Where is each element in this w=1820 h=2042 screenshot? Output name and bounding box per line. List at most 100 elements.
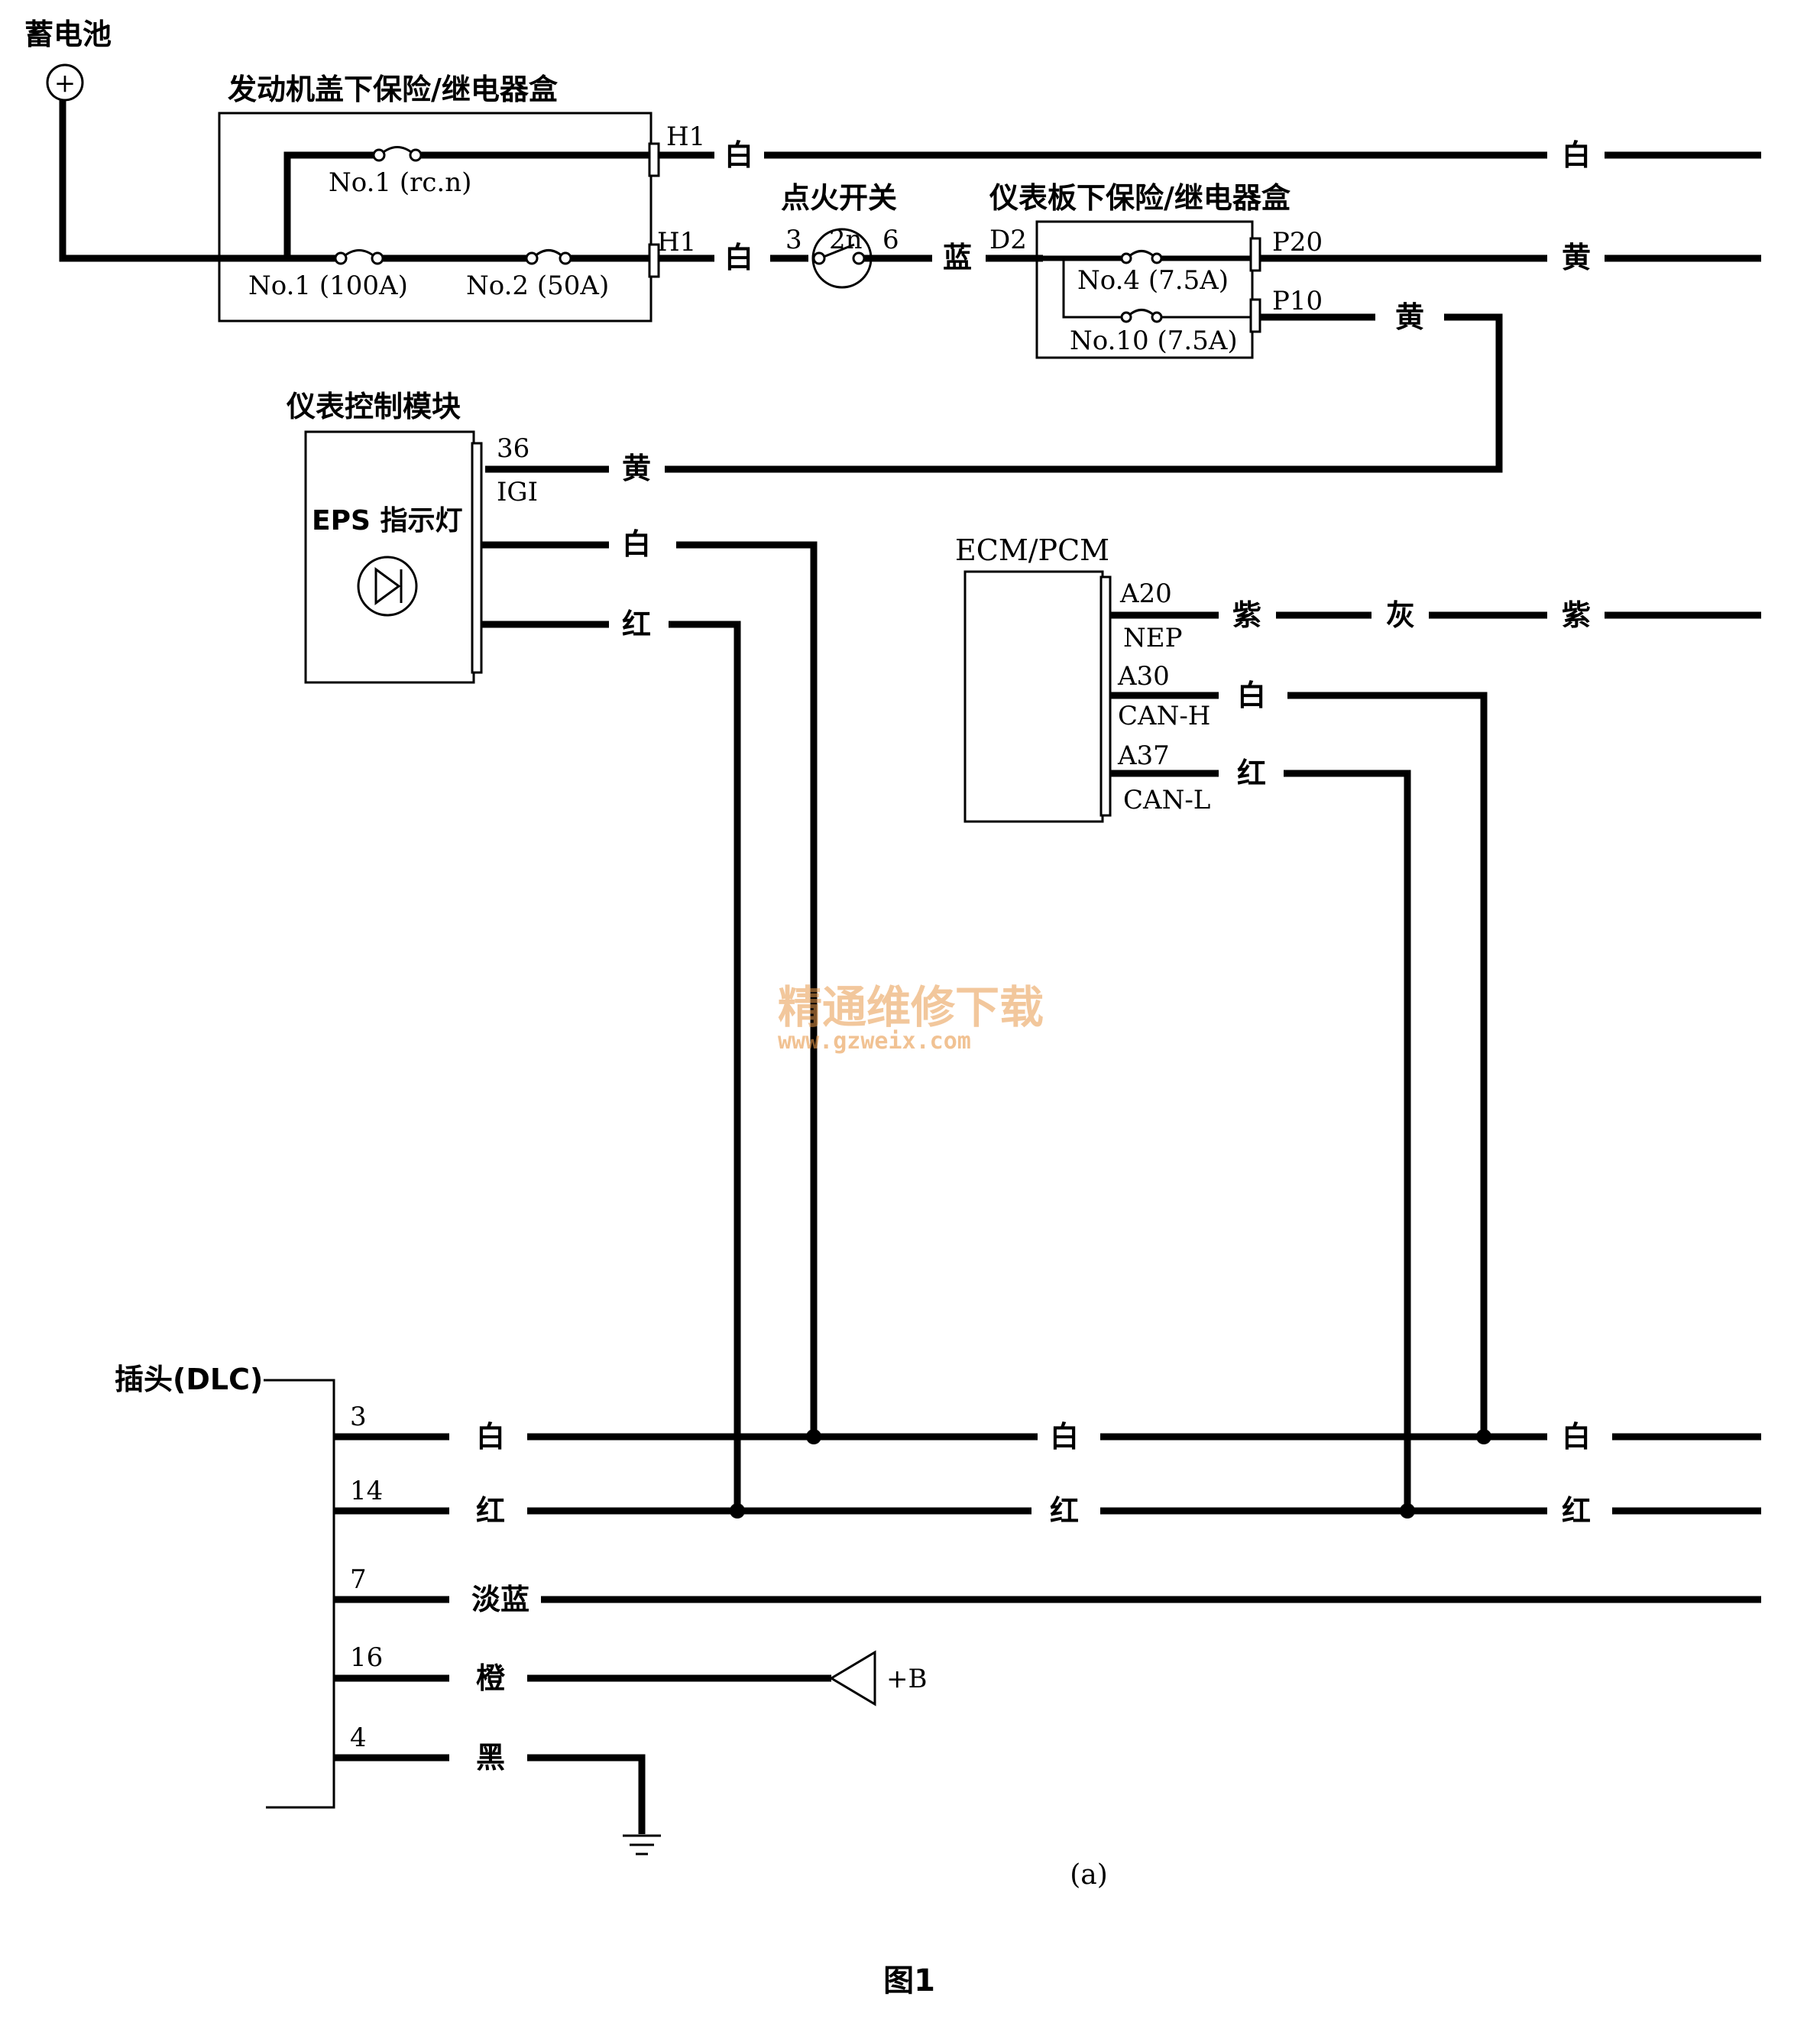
fuse-no2-50a (525, 249, 572, 265)
battery-feed-wire (59, 100, 649, 262)
svg-text:白: 白 (622, 527, 651, 561)
svg-text:7: 7 (350, 1564, 367, 1595)
dlc-pin-16-wire: 16 橙 (334, 1642, 831, 1695)
svg-text:红: 红 (1237, 757, 1266, 790)
junction-dot (1400, 1503, 1415, 1519)
ignition-pin-2n: 2n (829, 225, 863, 255)
svg-text:淡蓝: 淡蓝 (471, 1583, 529, 1616)
wire-gauge-red: 红 (481, 608, 741, 1511)
fuse-no2-50a-label: No.2 (50A) (466, 271, 609, 301)
watermark-text: 精通维修下载 (778, 981, 1044, 1033)
svg-text:蓝: 蓝 (943, 241, 972, 274)
svg-text:+: + (54, 68, 76, 99)
dash-box-title: 仪表板下保险/继电器盒 (989, 181, 1291, 215)
ignition-pin-6: 6 (882, 225, 899, 255)
svg-text:3: 3 (350, 1402, 367, 1432)
svg-text:4: 4 (350, 1723, 367, 1753)
svg-text:白: 白 (1562, 1420, 1591, 1454)
junction-dot (730, 1503, 745, 1519)
ground-icon (623, 1834, 661, 1856)
dash-box-internal-wiring (1043, 255, 1251, 319)
fuse-no1-100a-label: No.1 (100A) (248, 271, 408, 301)
engine-box-title: 发动机盖下保险/继电器盒 (228, 73, 559, 106)
svg-text:黄: 黄 (1562, 241, 1591, 274)
svg-text:紫: 紫 (1562, 598, 1591, 632)
svg-text:黄: 黄 (622, 452, 651, 485)
fuse-no1-100a (334, 249, 384, 265)
fuse-no10 (1120, 309, 1163, 323)
svg-text:红: 红 (1562, 1494, 1591, 1528)
dlc-title: 插头(DLC) (115, 1363, 263, 1396)
wire-gauge-white: 白 (481, 527, 818, 1437)
wire-ignition-blue: 蓝 (864, 241, 1043, 274)
svg-text:白: 白 (1562, 138, 1591, 172)
gauge-pin-36: 36 (497, 433, 529, 464)
dlc-pin-14-wire: 14 红 红 红 (334, 1476, 1761, 1528)
ecm-title: ECM/PCM (955, 533, 1109, 567)
svg-text:红: 红 (622, 608, 651, 641)
ecm-pin-can-l: CAN-L (1123, 785, 1210, 815)
svg-text:红: 红 (476, 1494, 505, 1528)
ecm-pin-a30: A30 (1117, 661, 1170, 692)
plus-b-terminal-icon (829, 1650, 876, 1707)
fuse-no1-rc (372, 146, 423, 162)
wire-a30-white: 白 (1110, 679, 1488, 1437)
svg-text:灰: 灰 (1386, 598, 1415, 632)
eps-indicator-label: EPS 指示灯 (312, 505, 462, 536)
wire-p20-yellow: 黄 (1260, 241, 1761, 274)
ecm-pin-can-h: CAN-H (1118, 701, 1210, 731)
wire-h1-white: 白 白 (659, 138, 1761, 172)
dlc-pin-3-wire: 3 白 白 白 (334, 1402, 1761, 1454)
wire-p10-yellow: 黄 黄 (485, 300, 1503, 485)
gauge-module-connector (471, 442, 483, 674)
svg-text:橙: 橙 (476, 1661, 506, 1695)
engine-box-pin-top: H1 (666, 122, 705, 152)
svg-text:红: 红 (1050, 1494, 1079, 1528)
svg-text:黑: 黑 (476, 1741, 505, 1775)
battery-symbol: + (46, 63, 84, 102)
svg-text:14: 14 (350, 1476, 383, 1506)
ecm-pcm-module (963, 570, 1104, 823)
dash-box-connector-p10 (1249, 298, 1261, 333)
dash-box-pin-p10: P10 (1272, 286, 1323, 316)
fuse-no1-rc-label: No.1 (rc.n) (329, 167, 471, 198)
dlc-connector-bracket (264, 1379, 335, 1809)
svg-text:紫: 紫 (1232, 598, 1261, 632)
plus-b-label: +B (886, 1664, 927, 1694)
junction-dot (806, 1429, 821, 1444)
dash-box-pin-d2: D2 (989, 225, 1027, 255)
wire-a20-purple: 紫 灰 紫 (1110, 598, 1761, 632)
svg-text:白: 白 (476, 1420, 505, 1454)
svg-text:白: 白 (1237, 679, 1266, 712)
watermark-url: www.gzweix.com (778, 1028, 971, 1055)
ecm-pin-a20: A20 (1119, 579, 1172, 609)
ignition-pin-3: 3 (785, 225, 802, 255)
dlc-pin-4-wire: 4 黑 (334, 1723, 646, 1834)
dash-box-connector-p20 (1249, 237, 1261, 272)
svg-text:白: 白 (724, 138, 753, 172)
svg-text:白: 白 (724, 241, 753, 274)
dash-box-pin-p20: P20 (1272, 227, 1323, 258)
ecm-pin-a37: A37 (1117, 741, 1170, 771)
engine-box-pin-bottom: H1 (657, 227, 696, 258)
fuse-no10-label: No.10 (7.5A) (1070, 326, 1238, 356)
svg-text:16: 16 (350, 1642, 383, 1673)
svg-text:白: 白 (1050, 1420, 1079, 1454)
dlc-pin-7-wire: 7 淡蓝 (334, 1564, 1761, 1616)
engine-fuse-box (218, 112, 653, 323)
subcaption: (a) (1070, 1859, 1108, 1891)
ecm-connector (1099, 575, 1112, 817)
engine-box-connector-top (648, 142, 660, 177)
battery-label: 蓄电池 (24, 18, 112, 51)
ecm-pin-nep: NEP (1123, 623, 1182, 653)
eps-indicator-lamp-icon (357, 556, 418, 617)
fuse-no4 (1120, 250, 1163, 264)
ignition-switch-title: 点火开关 (781, 181, 897, 215)
junction-dot (1476, 1429, 1491, 1444)
gauge-pin-igi: IGI (497, 477, 538, 507)
figure-label: 图1 (883, 1963, 935, 1998)
svg-text:黄: 黄 (1395, 300, 1424, 334)
wire-a37-red: 红 (1110, 757, 1411, 1511)
dash-fuse-box (1035, 220, 1254, 359)
